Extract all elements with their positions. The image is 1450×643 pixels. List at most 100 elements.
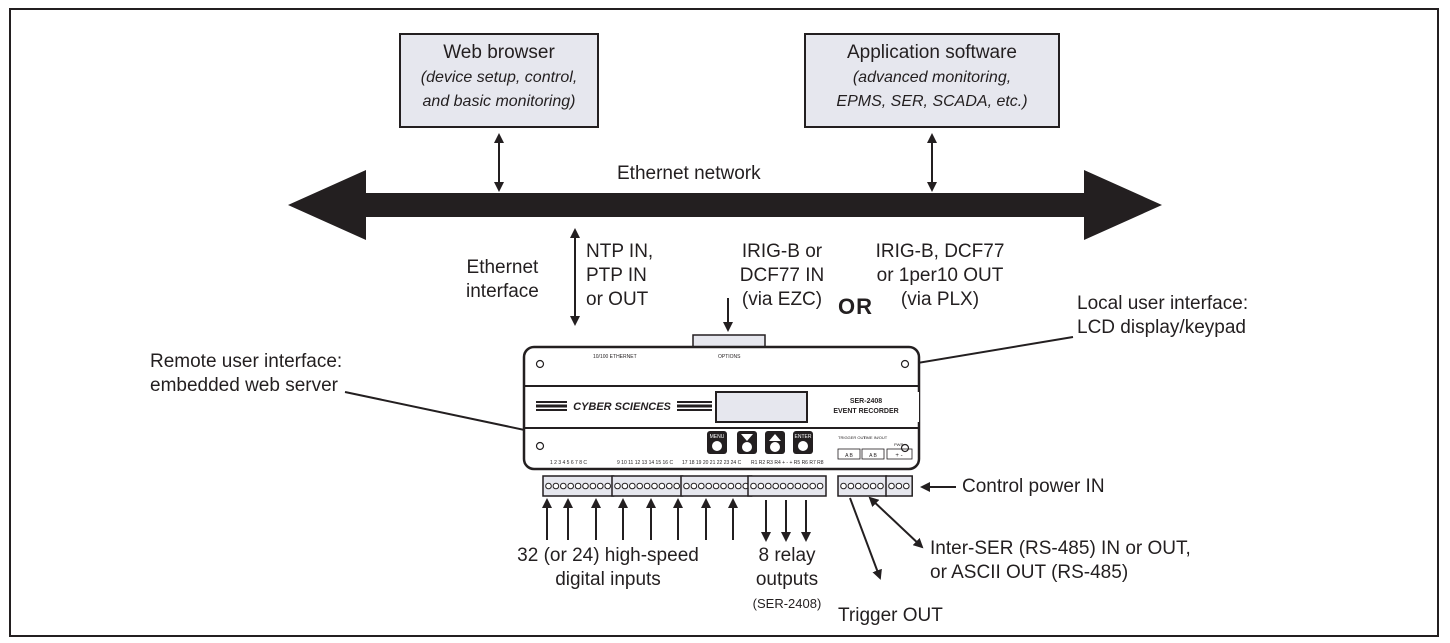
- remote-ui-line-1: Remote user interface:: [150, 351, 343, 372]
- keypad: MENU ENTER: [707, 431, 813, 454]
- terminal-screw: [802, 482, 809, 490]
- time-in-out-label: TIME IN/OUT: [863, 435, 888, 440]
- terminal-screw: [614, 482, 621, 490]
- terminal-screw: [816, 482, 824, 490]
- terminal-screw: [869, 482, 877, 490]
- terminal-screw: [840, 482, 847, 490]
- irig-out-label: IRIG-B, DCF77 or 1per10 OUT (via PLX): [870, 240, 1010, 312]
- terminal-screw: [552, 482, 560, 490]
- ab-label-1: A B: [845, 453, 853, 459]
- trigger-out-label-text: Trigger OUT: [838, 605, 943, 626]
- ethernet-port-label: 10/100 ETHERNET: [593, 354, 637, 360]
- lcd-display: [715, 391, 808, 423]
- terminal-screw: [779, 482, 787, 490]
- app-software-desc-2: EPMS, SER, SCADA, etc.): [836, 93, 1028, 110]
- app-software-desc-1: (advanced monitoring,: [852, 69, 1012, 86]
- relay-outputs-label: 8 relay outputs: [742, 544, 832, 592]
- terminal-screw: [643, 482, 651, 490]
- terminal-screw: [855, 482, 862, 490]
- irig-out-line-1: IRIG-B, DCF77: [875, 241, 1005, 262]
- irig-in-line-1: IRIG-B or: [741, 241, 823, 262]
- web-browser-desc-2: and basic monitoring): [422, 93, 576, 110]
- terminal-screw: [597, 482, 604, 490]
- app-software-box: Application software (advanced monitorin…: [804, 33, 1060, 128]
- terminal-screw: [621, 482, 629, 490]
- ethernet-interface-line-2: interface: [466, 281, 539, 302]
- terminal-screw: [690, 482, 698, 490]
- inter-ser-line-1: Inter-SER (RS-485) IN or OUT,: [930, 538, 1191, 559]
- terminal-screw: [604, 482, 612, 490]
- terminal-screw: [809, 482, 817, 490]
- trigger-out-arrow: [849, 497, 882, 580]
- terminal-screw: [698, 482, 705, 490]
- irig-in-line-2: DCF77 IN: [739, 265, 825, 286]
- ser-2408-device: 10/100 ETHERNET OPTIONS CYBER SCIENCES S…: [522, 345, 921, 471]
- terminal-screw: [589, 482, 597, 490]
- terminal-blocks: [542, 475, 913, 497]
- terminal-screw: [862, 482, 870, 490]
- ethernet-interface-line-1: Ethernet: [466, 257, 539, 278]
- terminal-numbers-3: 17 18 19 20 21 22 23 24 C: [682, 460, 742, 466]
- pwr-label: PWR: [894, 442, 903, 447]
- terminal-numbers-1: 1 2 3 4 5 6 7 8 C: [550, 460, 587, 466]
- ntp-ptp-line-1: NTP IN,: [586, 241, 654, 262]
- terminal-screw: [794, 482, 802, 490]
- terminal-screw: [629, 482, 636, 490]
- terminal-screw: [651, 482, 658, 490]
- web-browser-desc-1: (device setup, control,: [420, 69, 578, 86]
- terminal-screw: [903, 482, 910, 490]
- irig-out-line-2: or 1per10 OUT: [876, 265, 1004, 286]
- enter-key-label: ENTER: [795, 434, 812, 440]
- mount-hole: [535, 441, 545, 451]
- ethernet-bus-arrow: [288, 170, 1162, 240]
- terminal-screw: [720, 482, 727, 490]
- options-port-label: OPTIONS: [718, 354, 741, 360]
- terminal-screw: [705, 482, 713, 490]
- terminal-screw: [673, 482, 681, 490]
- relay-model-label: (SER-2408): [752, 596, 822, 611]
- digital-inputs-label: 32 (or 24) high-speed digital inputs: [493, 544, 723, 592]
- brand-logo: CYBER SCIENCES: [573, 401, 671, 413]
- terminal-screw: [877, 482, 884, 490]
- or-label: OR: [838, 294, 873, 319]
- terminal-screw: [787, 482, 794, 490]
- terminal-numbers-2: 9 10 11 12 13 14 15 16 C: [617, 460, 673, 466]
- terminal-screw: [582, 482, 589, 490]
- terminal-screw: [666, 482, 673, 490]
- model-label: SER-2408: [850, 398, 882, 405]
- menu-key-label: MENU: [710, 434, 725, 440]
- terminal-screw: [567, 482, 575, 490]
- mount-hole: [900, 443, 910, 453]
- mount-hole: [900, 359, 910, 369]
- digital-input-arrows: [542, 498, 738, 540]
- ethernet-interface-label: Ethernet interface: [466, 256, 539, 304]
- app-software-title: Application software: [846, 42, 1018, 63]
- terminal-screw: [574, 482, 582, 490]
- terminal-screw: [757, 482, 765, 490]
- irig-in-line-3: (via EZC): [741, 289, 823, 310]
- terminal-screw: [847, 482, 855, 490]
- terminal-screw: [750, 482, 757, 490]
- pm-label: + -: [895, 453, 902, 459]
- local-ui-line-1: Local user interface:: [1077, 293, 1249, 314]
- irig-out-line-3: (via PLX): [900, 289, 980, 310]
- terminal-screw: [683, 482, 690, 490]
- web-browser-box: Web browser (device setup, control, and …: [399, 33, 599, 128]
- terminal-screw: [560, 482, 567, 490]
- inter-ser-line-2: or ASCII OUT (RS-485): [930, 562, 1129, 583]
- terminal-screw: [765, 482, 772, 490]
- terminal-screw: [772, 482, 780, 490]
- options-connector: [692, 334, 766, 348]
- ntp-ptp-line-3: or OUT: [586, 289, 649, 310]
- local-ui-line-2: LCD display/keypad: [1077, 317, 1246, 338]
- ab-label-2: A B: [869, 453, 877, 459]
- local-ui-label: Local user interface: LCD display/keypad: [1077, 292, 1248, 340]
- web-browser-title: Web browser: [443, 42, 555, 63]
- terminal-screw: [636, 482, 644, 490]
- digital-inputs-line-2: digital inputs: [555, 569, 661, 590]
- terminal-screw: [712, 482, 720, 490]
- control-power-label: Control power IN: [962, 476, 1105, 497]
- inter-ser-arrow: [868, 496, 924, 549]
- mount-hole: [535, 359, 545, 369]
